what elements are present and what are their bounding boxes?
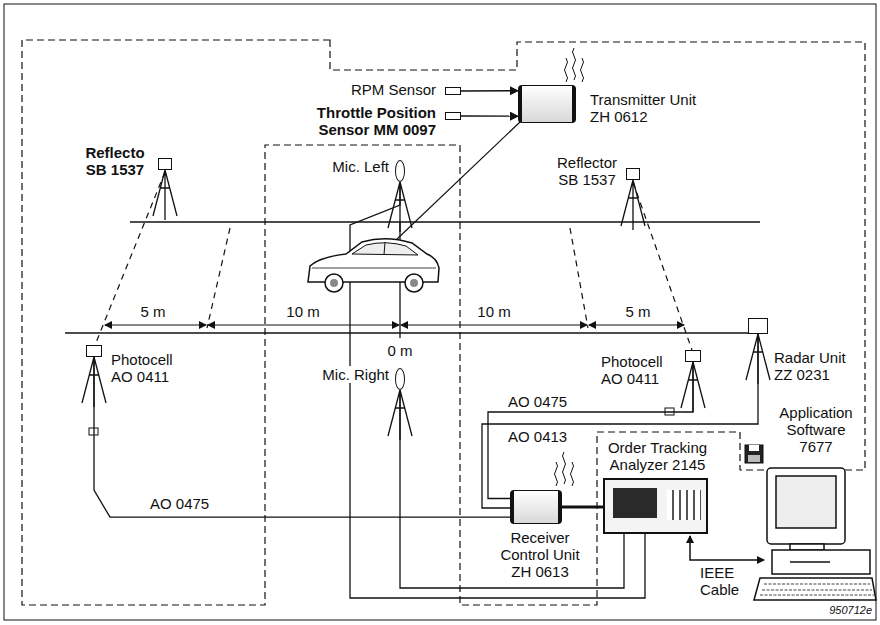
device-label: Throttle Position Sensor MM 0097 (286, 104, 436, 138)
transmitter-unit: Transmitter Unit ZH 0612 (518, 85, 576, 123)
device-label: Photocell AO 0411 (601, 353, 679, 387)
radar-unit: Radar Unit ZZ 0231 (748, 318, 768, 334)
dimension: 10 m (286, 303, 319, 320)
order-tracking-analyzer: Order Tracking Analyzer 2145 (603, 478, 708, 534)
device-label: Mic. Left (309, 158, 389, 175)
dimension: 0 m (387, 342, 412, 359)
microphone: Mic. Right (395, 368, 405, 390)
throttle-sensor: Throttle Position Sensor MM 0097 (445, 112, 461, 120)
device-label: Reflecto SB 1537 (79, 144, 151, 178)
computer (754, 468, 876, 600)
dimension: 10 m (477, 303, 510, 320)
cable-label: AO 0413 (508, 428, 567, 445)
cable-label: AO 0475 (508, 393, 567, 410)
cable-label: AO 0475 (150, 495, 209, 512)
device-label: Radar Unit ZZ 0231 (774, 349, 858, 383)
dashed-region (22, 40, 865, 605)
tripod-stands (82, 170, 770, 440)
cable (400, 390, 624, 588)
photocell: Photocell AO 0411 (86, 345, 102, 357)
software-package: Application Software 7677 (768, 404, 864, 455)
cable (461, 115, 518, 116)
receiver-control-unit: Receiver Control Unit ZH 0613 (510, 490, 562, 524)
device-label: Photocell AO 0411 (111, 351, 189, 385)
cable-label: IEEE Cable (700, 564, 752, 598)
device-label: RPM Sensor (331, 81, 436, 98)
cable (562, 506, 603, 509)
zone-markers (95, 172, 692, 350)
device-label: Reflector SB 1537 (549, 154, 625, 188)
device-label: Order Tracking Analyzer 2145 (600, 439, 715, 473)
cable (350, 182, 645, 598)
track (65, 222, 760, 338)
figure-number: 950712e (829, 604, 872, 617)
vehicle-cable (396, 122, 520, 240)
device-label: Mic. Right (309, 366, 389, 383)
ieee-cable-arrow (690, 536, 764, 560)
dimension-lines (105, 325, 684, 326)
reflector: Reflector SB 1537 (626, 168, 640, 180)
microphone: Mic. Left (395, 160, 405, 182)
reflector: Reflecto SB 1537 (158, 158, 172, 170)
dimension: 5 m (625, 303, 650, 320)
rpm-sensor: RPM Sensor (445, 87, 461, 95)
device-label: Receiver Control Unit ZH 0613 (492, 529, 588, 580)
cable (461, 90, 518, 92)
device-label: Transmitter Unit ZH 0612 (590, 91, 700, 125)
frame (4, 4, 876, 620)
floppy-disk (745, 445, 763, 463)
device-label: Application Software 7677 (768, 404, 864, 455)
dimension: 5 m (140, 303, 165, 320)
photocell: Photocell AO 0411 (685, 350, 701, 362)
tripod (153, 170, 177, 220)
